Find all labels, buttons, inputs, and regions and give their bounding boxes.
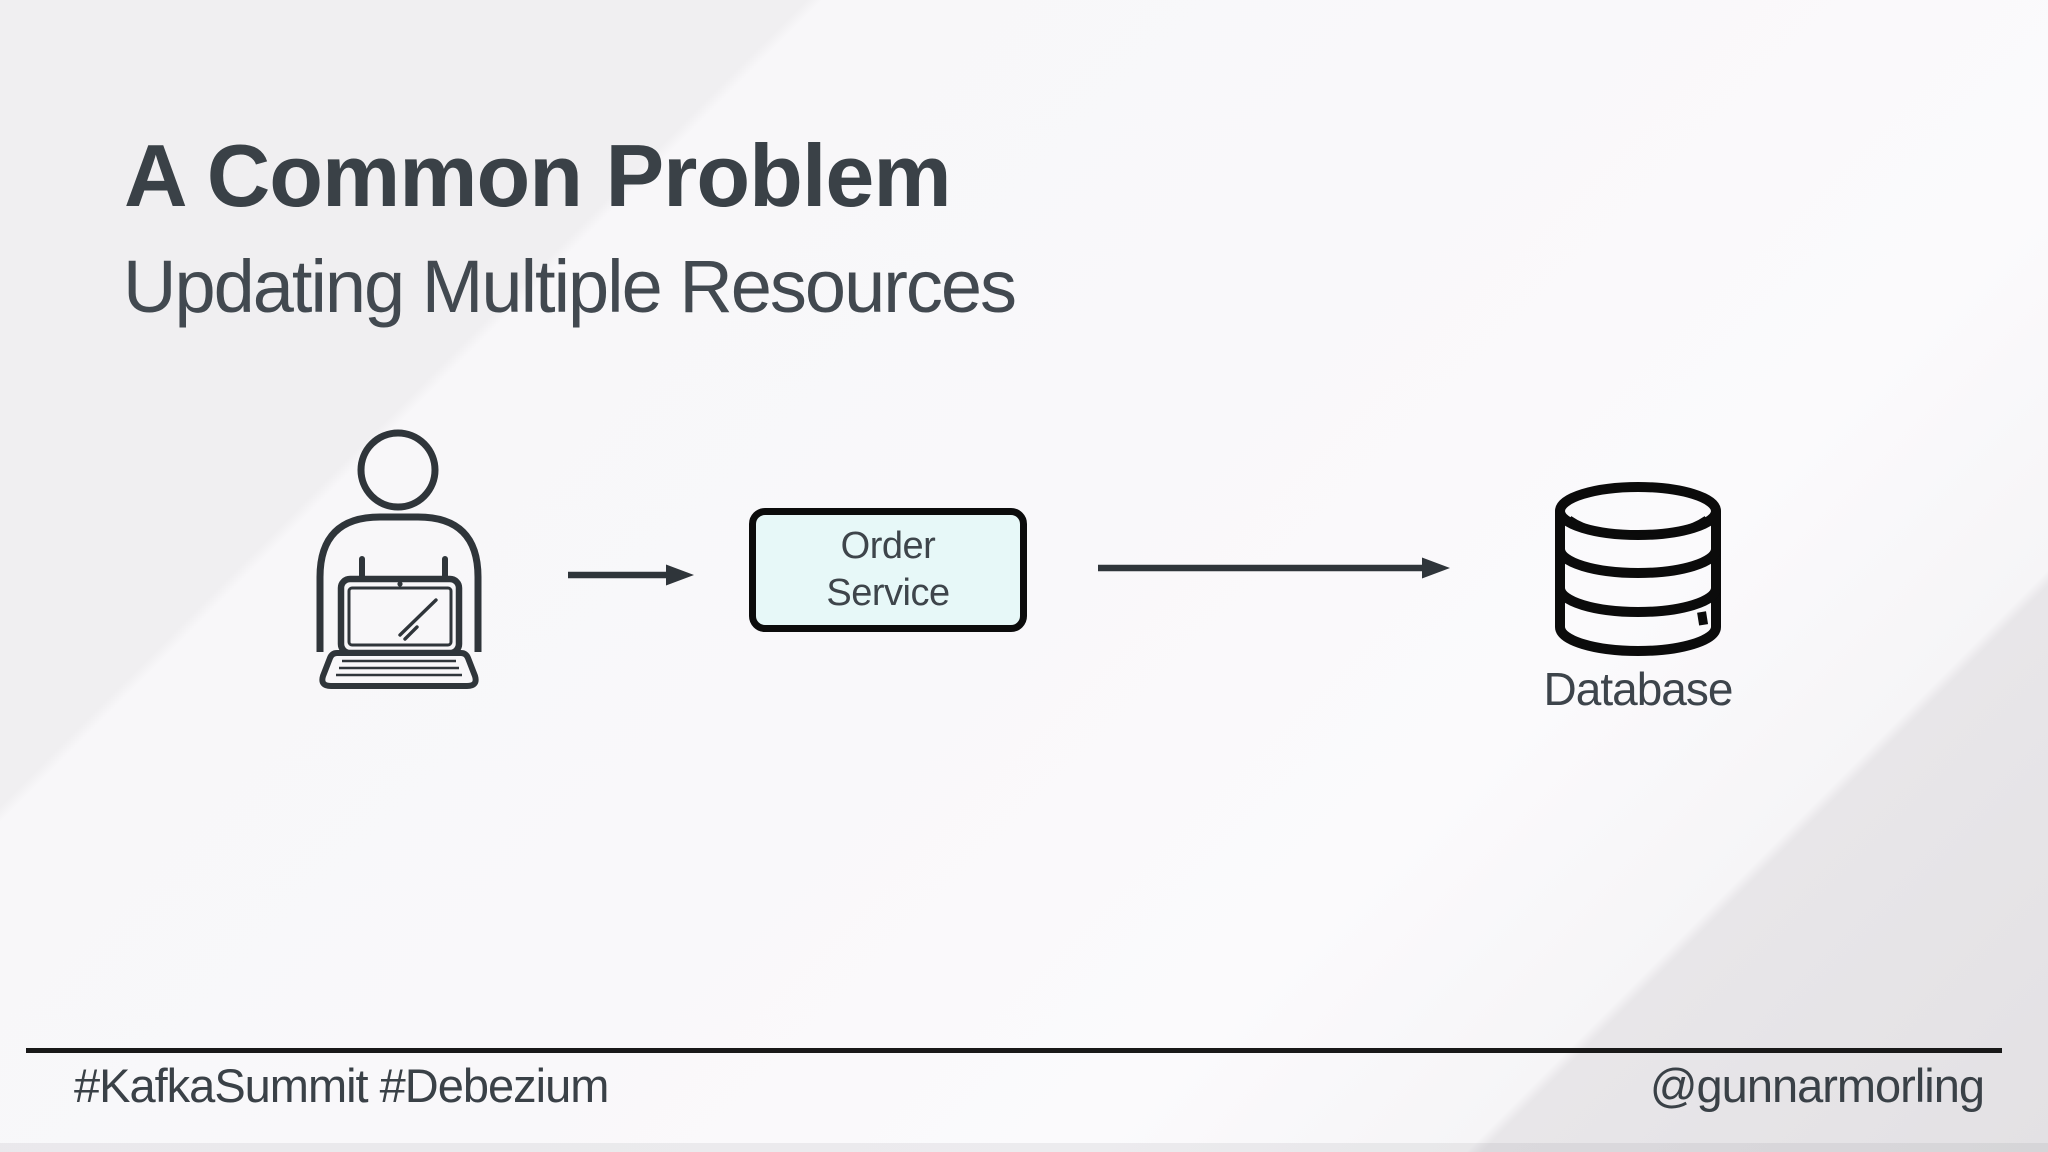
footer-hashtags: #KafkaSummit #Debezium	[74, 1059, 609, 1112]
slide-subtitle: Updating Multiple Resources	[123, 245, 1017, 328]
order-service-box: Order Service	[749, 508, 1027, 632]
footer-twitter-handle: @gunnarmorling	[1649, 1059, 1985, 1112]
database-label: Database	[1543, 663, 1734, 715]
footer-divider	[26, 1048, 2002, 1053]
bottom-edge-shade	[0, 1143, 2048, 1152]
database-icon	[1555, 482, 1721, 657]
slide-title: A Common Problem	[124, 126, 952, 225]
order-service-label-line2: Service	[826, 572, 950, 614]
order-service-label-line1: Order	[840, 525, 936, 567]
arrow-right-icon	[1098, 557, 1450, 579]
person-laptop-icon	[316, 429, 482, 689]
arrow-right-icon	[568, 564, 694, 586]
